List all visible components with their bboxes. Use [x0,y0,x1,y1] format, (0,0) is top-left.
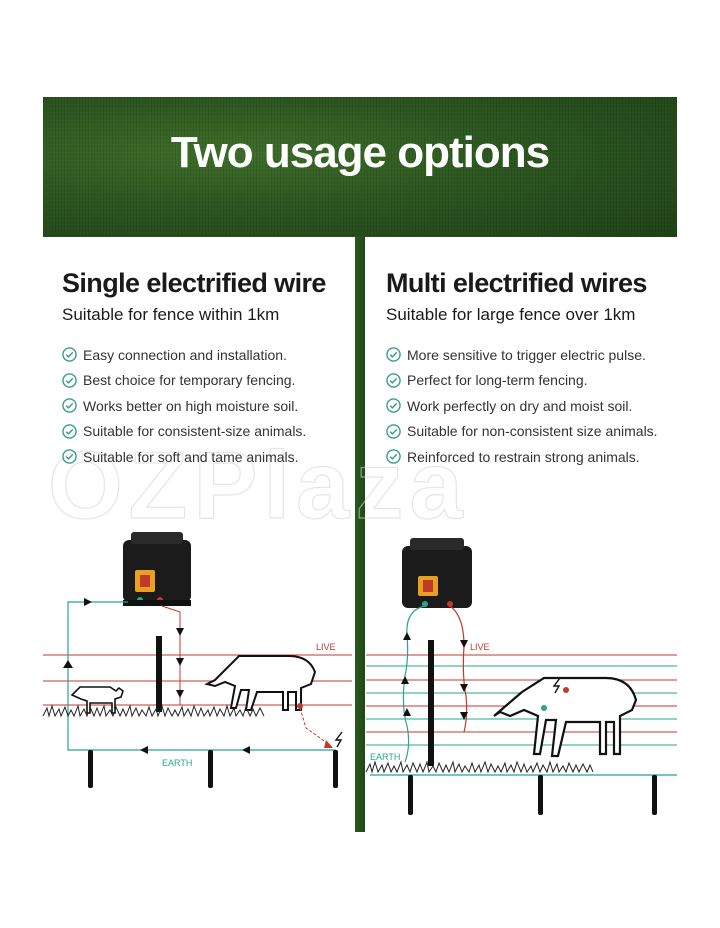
single-wire-column: Single electrified wire Suitable for fen… [62,266,352,470]
single-wire-heading: Single electrified wire [62,268,326,298]
check-circle-icon [386,372,401,388]
feature-text: Works better on high moisture soil. [83,397,299,414]
multi-wire-subheading: Suitable for large fence over 1km [386,305,636,324]
spark-icon [552,677,561,694]
spark-icon [334,731,343,748]
energizer-device [402,538,472,608]
list-item: Work perfectly on dry and moist soil. [386,393,676,419]
single-wire-subheading: Suitable for fence within 1km [62,305,280,324]
earth-label: EARTH [370,752,400,762]
list-item: Reinforced to restrain strong animals. [386,444,676,470]
list-item: Suitable for soft and tame animals. [62,444,352,470]
list-item: Suitable for non-consistent size animals… [386,419,676,445]
feature-text: Reinforced to restrain strong animals. [407,448,640,465]
check-circle-icon [386,423,401,439]
banner-title: Two usage options [170,128,550,177]
check-circle-icon [62,398,77,414]
list-item: Suitable for consistent-size animals. [62,419,352,445]
feature-text: More sensitive to trigger electric pulse… [407,346,646,363]
cow-large [204,655,317,711]
check-circle-icon [62,423,77,439]
list-item: More sensitive to trigger electric pulse… [386,342,676,368]
live-label: LIVE [316,642,336,652]
check-circle-icon [62,449,77,465]
list-item: Works better on high moisture soil. [62,393,352,419]
check-circle-icon [386,398,401,414]
multi-wire-feature-list: More sensitive to trigger electric pulse… [386,342,676,470]
grass-texture [43,97,677,237]
single-wire-feature-list: Easy connection and installation. Best c… [62,342,352,470]
check-circle-icon [386,347,401,363]
check-circle-icon [62,372,77,388]
multi-wire-heading: Multi electrified wires [386,268,647,298]
list-item: Perfect for long-term fencing. [386,368,676,394]
multi-wire-diagram: LIVE EARTH [365,538,677,815]
column-divider [355,237,365,832]
feature-text: Work perfectly on dry and moist soil. [407,397,633,414]
feature-text: Suitable for soft and tame animals. [83,448,299,465]
cow-small [70,686,124,714]
list-item: Easy connection and installation. [62,342,352,368]
energizer-device [123,532,191,606]
list-item: Best choice for temporary fencing. [62,368,352,394]
feature-text: Best choice for temporary fencing. [83,372,296,389]
live-label: LIVE [470,642,490,652]
fence-diagrams: LIVE EARTH [42,532,677,815]
earth-label: EARTH [162,758,192,768]
feature-text: Suitable for consistent-size animals. [83,423,307,440]
check-circle-icon [62,347,77,363]
single-wire-diagram: LIVE EARTH [42,532,352,788]
feature-text: Suitable for non-consistent size animals… [407,423,658,440]
feature-text: Perfect for long-term fencing. [407,372,588,389]
header-banner [43,97,677,237]
feature-text: Easy connection and installation. [83,346,287,363]
cow-large [493,676,638,758]
multi-wire-column: Multi electrified wires Suitable for lar… [386,266,676,470]
check-circle-icon [386,449,401,465]
